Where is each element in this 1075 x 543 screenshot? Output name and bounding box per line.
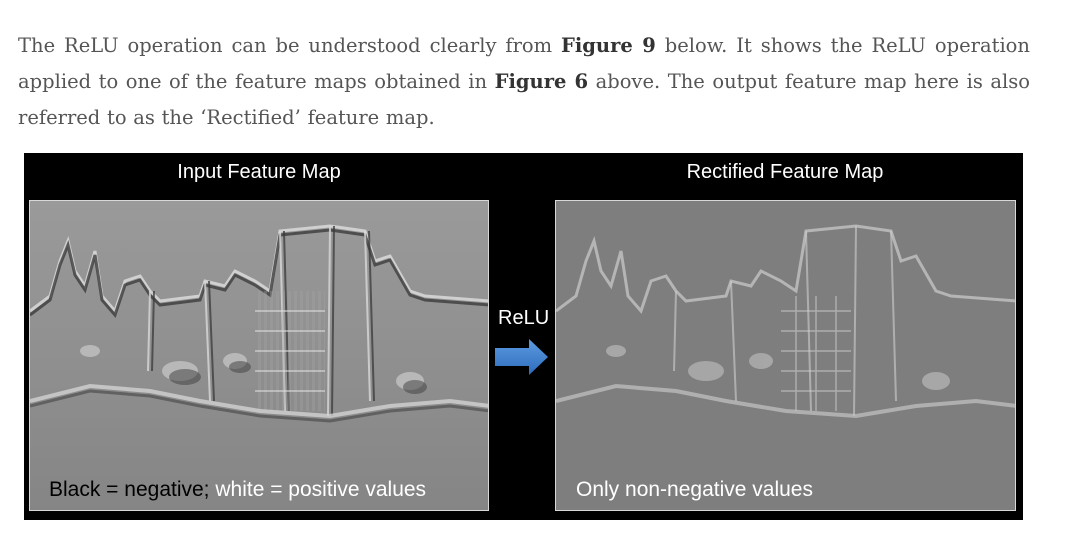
input-map-caption: Black = negative; white = positive value…: [49, 478, 426, 502]
body-paragraph: The ReLU operation can be understood cle…: [18, 28, 1030, 136]
relu-figure: Input Feature Map Rectified Feature Map: [24, 153, 1023, 520]
input-feature-map-graphic: [30, 201, 488, 510]
caption-black-part: Black = negative;: [49, 478, 210, 501]
rectified-feature-map-graphic: [556, 201, 1015, 510]
rectified-map-caption: Only non-negative values: [576, 478, 813, 501]
figure-9-ref: Figure 9: [561, 33, 656, 57]
relu-label: ReLU: [498, 307, 550, 329]
rectified-feature-map-image: Only non-negative values: [555, 200, 1016, 511]
input-map-title: Input Feature Map: [177, 161, 341, 183]
caption-white-part: white = positive values: [209, 478, 427, 501]
right-arrow-icon: [495, 339, 548, 375]
paragraph-text-3: above. The output feature map here is al…: [18, 69, 1030, 129]
input-feature-map-image: Black = negative; white = positive value…: [29, 200, 489, 511]
paragraph-text-1: The ReLU operation can be understood cle…: [18, 33, 562, 57]
figure-6-ref: Figure 6: [494, 69, 589, 93]
paragraph-text-2: below. It shows the ReLU operation appli…: [18, 33, 1030, 93]
rectified-map-title: Rectified Feature Map: [686, 161, 884, 183]
